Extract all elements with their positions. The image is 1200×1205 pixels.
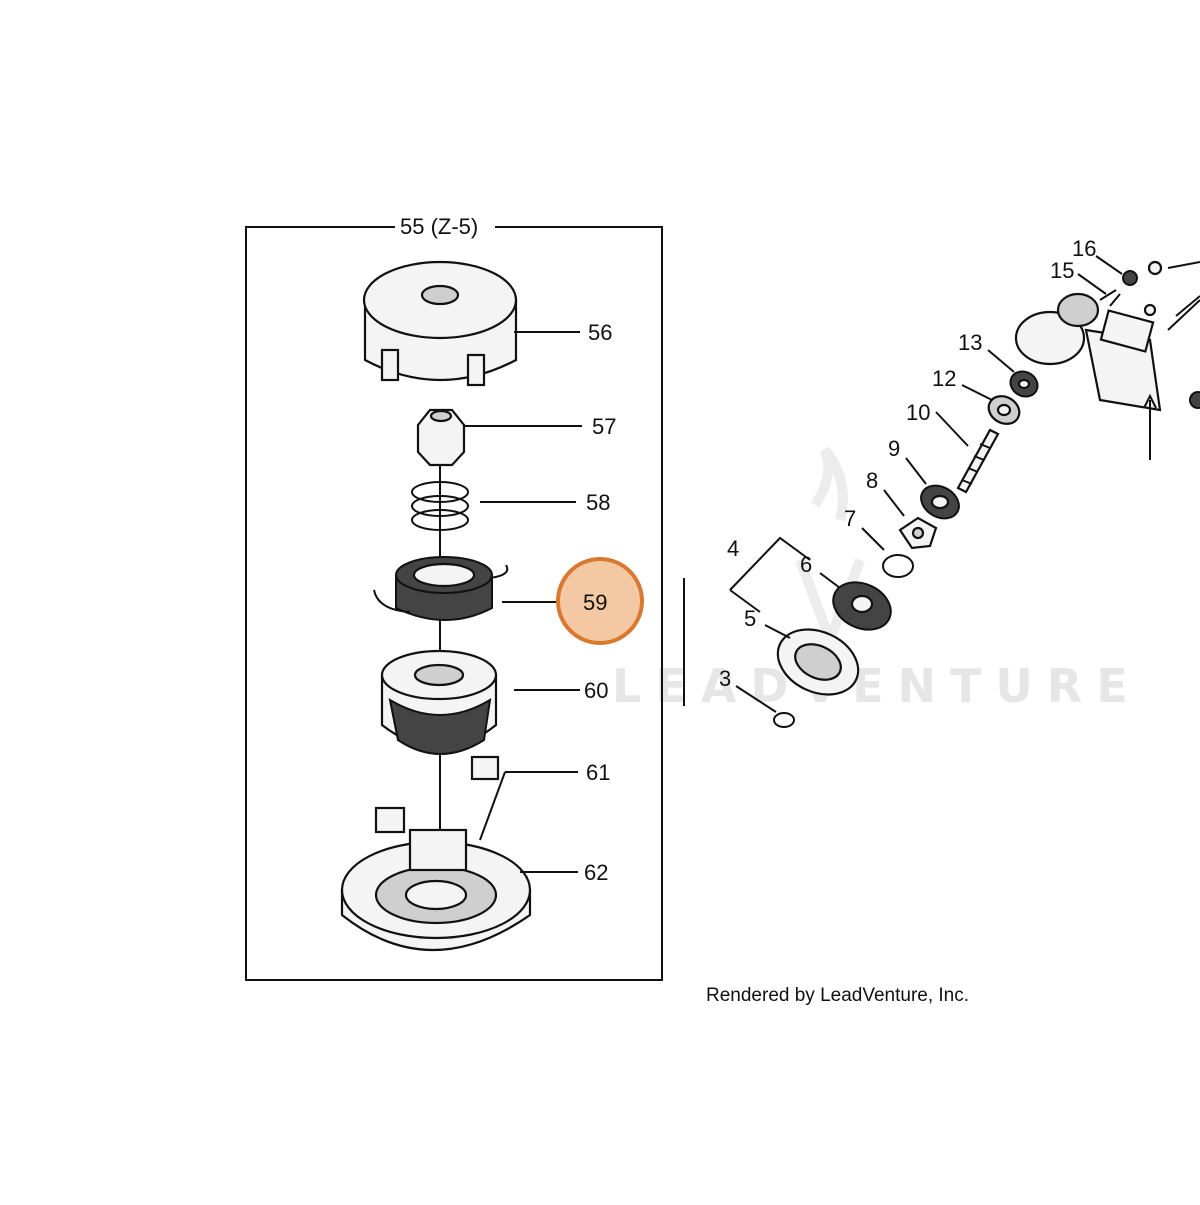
- callout-10: 10: [906, 400, 930, 425]
- gear-case: [1014, 292, 1200, 460]
- highlight-circle-59[interactable]: [556, 557, 644, 645]
- watermark-text: LEADVENTURE: [612, 659, 1142, 713]
- credit-text: Rendered by LeadVenture, Inc.: [706, 985, 969, 1006]
- callout-61: 61: [586, 760, 610, 785]
- callout-60: 60: [584, 678, 608, 703]
- part-3-washer: [773, 712, 795, 728]
- part-12-gear: [987, 395, 1021, 425]
- callout-56: 56: [588, 320, 612, 345]
- callout-8: 8: [866, 468, 878, 493]
- assembly-title: 55 (Z-5): [400, 214, 478, 239]
- part-62-base: 62: [340, 828, 608, 951]
- callout-58: 58: [586, 490, 610, 515]
- callout-6: 6: [800, 552, 812, 577]
- part-61-clips: 61: [374, 755, 610, 841]
- assembly-box: 55 (Z-5): [245, 214, 663, 981]
- part-60-ratchet: 60: [380, 649, 608, 755]
- part-56-cover: 56: [362, 260, 612, 387]
- part-57-nut: 57: [416, 408, 616, 467]
- part-7-snap-ring: [882, 554, 914, 578]
- assembly-frame: [245, 226, 663, 981]
- callout-62: 62: [584, 860, 608, 885]
- part-5-plate: [776, 628, 860, 696]
- part-15-screw: [1099, 289, 1157, 317]
- part-58-spring: 58: [411, 481, 610, 531]
- callout-3: 3: [719, 666, 731, 691]
- callout-57: 57: [592, 414, 616, 439]
- callout-59: 59: [583, 590, 607, 615]
- callout-12: 12: [932, 366, 956, 391]
- part-9-bearing: [920, 484, 960, 520]
- callout-5: 5: [744, 606, 756, 631]
- shaft-assembly: 3 5 6 4 7 8 9: [719, 236, 1200, 728]
- part-13-bearing: [1009, 370, 1039, 398]
- callout-13: 13: [958, 330, 982, 355]
- part-6-holder: [832, 581, 892, 631]
- callout-16: 16: [1072, 236, 1096, 261]
- watermark: LEADVENTURE: [612, 446, 1142, 713]
- part-16-bolt: [1122, 260, 1200, 286]
- callout-9: 9: [888, 436, 900, 461]
- part-10-shaft: [956, 428, 1000, 494]
- callout-4: 4: [727, 536, 739, 561]
- callout-7: 7: [844, 506, 856, 531]
- part-59-spool: 59: [373, 556, 644, 645]
- callout-15: 15: [1050, 258, 1074, 283]
